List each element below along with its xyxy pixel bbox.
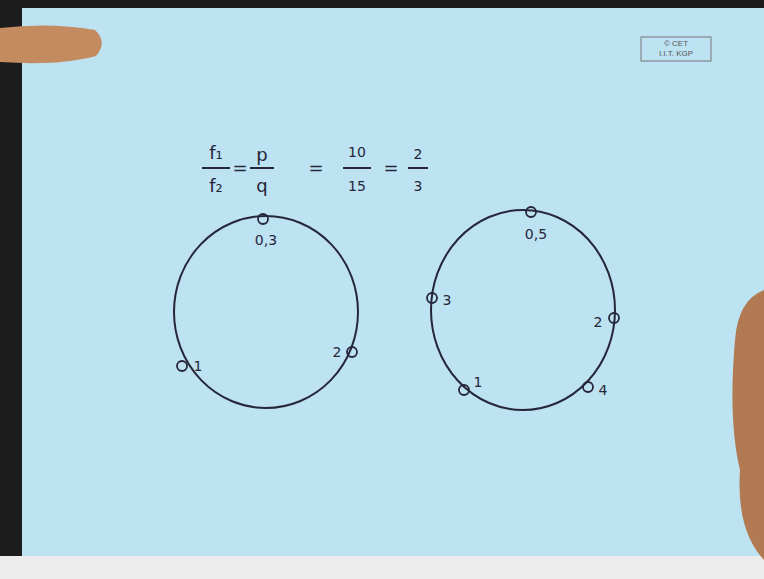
point-number: 0,3 xyxy=(255,233,277,247)
point-marker xyxy=(526,207,536,217)
formula-symbol: f₁ xyxy=(209,144,223,162)
point-marker xyxy=(177,361,187,371)
point-number: 1 xyxy=(474,375,483,389)
point-marker xyxy=(459,385,469,395)
finger xyxy=(0,25,102,63)
point-number: 1 xyxy=(194,359,203,373)
formula-symbol: p xyxy=(256,146,267,164)
phase-circle xyxy=(431,210,615,410)
point-number: 3 xyxy=(443,293,452,307)
point-markers xyxy=(177,207,619,395)
point-number: 2 xyxy=(333,345,342,359)
fraction-bar xyxy=(408,167,428,169)
formula-number: 2 xyxy=(414,147,423,161)
point-number: 2 xyxy=(594,315,603,329)
fraction-bar xyxy=(202,167,230,169)
point-number: 4 xyxy=(599,383,608,397)
hand xyxy=(732,290,764,560)
paper-sheet xyxy=(22,8,764,556)
point-marker xyxy=(347,347,357,357)
formula-symbol: f₂ xyxy=(209,177,223,195)
point-marker xyxy=(258,214,268,224)
watermark-box xyxy=(641,37,711,61)
point-marker xyxy=(583,382,593,392)
bottom-strip xyxy=(0,556,764,579)
watermark-text: © CET xyxy=(664,40,688,48)
formula-number: 10 xyxy=(348,145,366,159)
formula-symbol: = xyxy=(232,159,247,177)
watermark-text: I.I.T. KGP xyxy=(659,50,693,58)
formula-symbol: q xyxy=(256,177,267,195)
formula-number: 15 xyxy=(348,179,366,193)
formula-symbol: = xyxy=(383,159,398,177)
formula-symbol: = xyxy=(308,159,323,177)
point-marker xyxy=(609,313,619,323)
fraction-bar xyxy=(343,167,371,169)
point-number: 0,5 xyxy=(525,227,547,241)
formula-number: 3 xyxy=(414,179,423,193)
point-marker xyxy=(427,293,437,303)
phase-circle xyxy=(174,216,358,408)
fraction-bar xyxy=(250,167,274,169)
